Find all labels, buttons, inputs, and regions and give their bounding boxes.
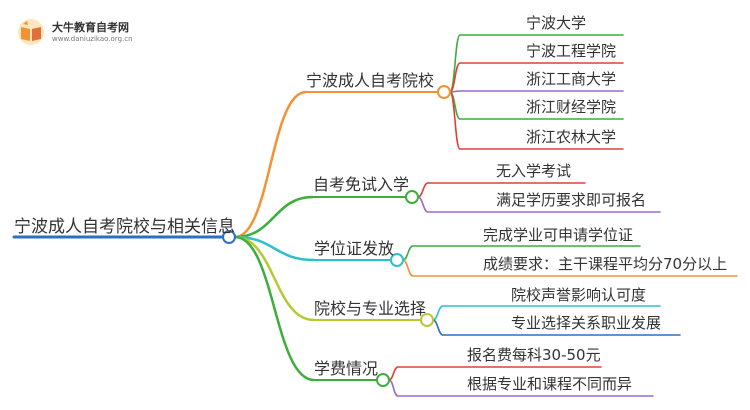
leaf-3-2-label: 成绩要求：主干课程平均分70分以上	[483, 255, 728, 273]
leaf-1-4-label: 浙江财经学院	[526, 98, 617, 116]
leaf-4-1-label: 院校声誉影响认可度	[511, 286, 647, 304]
leaf-1-5-label: 浙江农林大学	[526, 128, 617, 146]
leaf-1-2-label: 宁波工程学院	[526, 42, 617, 60]
branch-4-node	[420, 313, 434, 327]
leaf-3-1-label: 完成学业可申请学位证	[483, 226, 634, 244]
root-to-branch-1-link	[234, 90, 307, 239]
book-logo-icon	[18, 19, 44, 45]
leaf-2-2-label: 满足学历要求即可报名	[496, 191, 647, 209]
branch-3-label: 学位证发放	[314, 239, 395, 258]
watermark-title: 大牛教育自考网	[52, 21, 129, 34]
branch-4-to-leaf-2-link	[432, 319, 444, 336]
leaf-1-1-label: 宁波大学	[526, 14, 587, 32]
root-to-branch-5-link	[234, 235, 315, 382]
branch-5-node	[376, 373, 390, 387]
root-to-branch-2-link	[234, 195, 314, 239]
branch-2-label: 自考免试入学	[313, 175, 410, 194]
branch-1-to-leaf-2-link	[449, 62, 461, 93]
branch-5-label: 学费情况	[314, 359, 379, 378]
watermark-url: www.daniuzikao.org.cn	[52, 35, 133, 43]
leaf-5-1-label: 报名费每科30-50元	[467, 346, 601, 364]
branch-4-label: 院校与专业选择	[314, 299, 427, 318]
leaf-4-2-label: 专业选择关系职业发展	[511, 314, 662, 332]
branch-3-to-leaf-2-link	[402, 259, 414, 277]
branch-2-to-leaf-1-link	[417, 182, 429, 198]
branch-1-node	[437, 85, 451, 99]
branch-2-node	[405, 190, 419, 204]
leaf-1-3-label: 浙江工商大学	[526, 70, 617, 88]
branch-2-to-leaf-2-link	[417, 196, 429, 213]
leaf-2-1-label: 无入学考试	[496, 162, 572, 180]
root-label: 宁波成人自考院校与相关信息	[14, 217, 235, 237]
root-to-branch-3-link	[234, 235, 315, 262]
root-to-branch-4-link	[234, 235, 315, 322]
branch-3-to-leaf-1-link	[402, 245, 414, 261]
root-node	[222, 230, 236, 244]
leaf-5-2-label: 根据专业和课程不同而异	[467, 375, 633, 393]
branch-3-node	[390, 253, 404, 267]
branch-5-to-leaf-2-link	[388, 379, 399, 397]
branch-1-label: 宁波成人自考院校	[306, 71, 435, 90]
branch-1-to-leaf-5-link	[449, 91, 461, 150]
branch-5-to-leaf-1-link	[388, 366, 399, 381]
branch-4-to-leaf-1-link	[432, 305, 444, 321]
